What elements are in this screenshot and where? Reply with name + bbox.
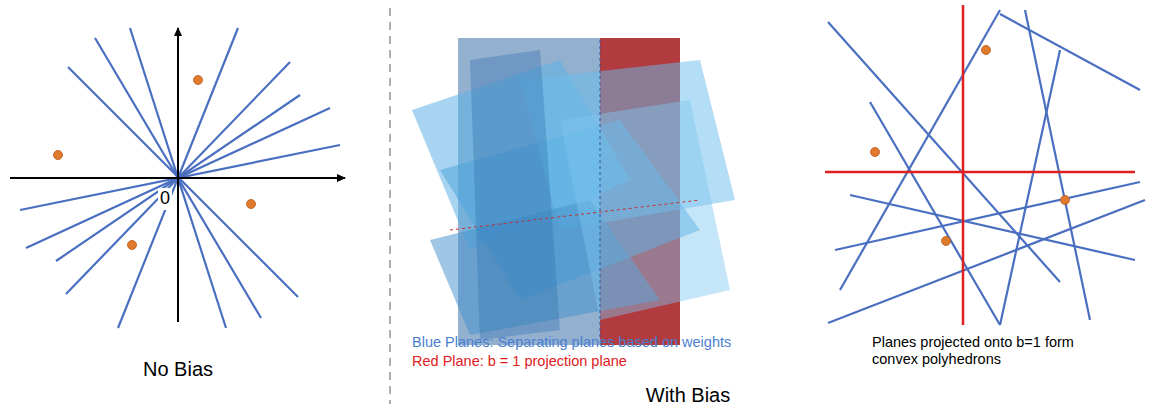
divider — [389, 8, 391, 404]
data-points — [54, 76, 256, 250]
y-axis — [177, 28, 179, 322]
projected-lines — [828, 10, 1145, 325]
legend-note: Blue Planes: Separating planes based on … — [412, 334, 731, 351]
data-points — [871, 46, 1070, 246]
panel-title: With Bias — [646, 383, 730, 407]
red-axis — [825, 171, 1135, 174]
red-axis — [962, 5, 965, 325]
origin-label: 0 — [158, 188, 172, 210]
note: Planes projected onto b=1 form convex po… — [872, 334, 1092, 369]
panel-title: No Bias — [143, 357, 213, 381]
legend-note: Red Plane: b = 1 projection plane — [412, 353, 627, 370]
planes-3d — [412, 38, 735, 345]
